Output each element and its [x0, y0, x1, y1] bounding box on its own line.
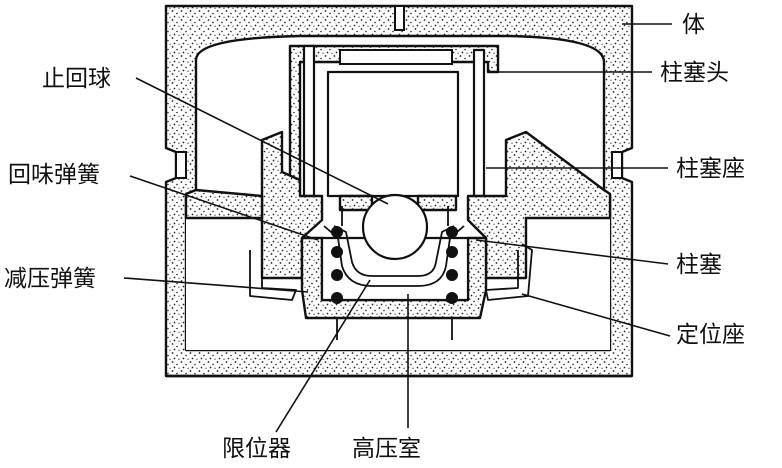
label-high-pressure-chamber: 高压室: [352, 436, 421, 462]
label-relief-spring: 减压弹簧: [4, 266, 96, 292]
label-check-ball: 止回球: [42, 66, 111, 92]
relief-spring: [331, 226, 458, 340]
limiter: [323, 225, 465, 287]
label-plunger: 柱塞: [676, 252, 722, 278]
label-plunger-head: 柱塞头: [660, 60, 729, 86]
leader-lines: [123, 23, 672, 433]
label-positioning-seat: 定位座: [676, 322, 745, 348]
label-body: 体: [682, 12, 705, 38]
return-spring: [341, 206, 449, 226]
check-ball: [338, 193, 458, 261]
plunger-head: [288, 44, 500, 198]
label-limiter: 限位器: [222, 436, 291, 462]
label-return-spring: 回味弹簧: [8, 162, 100, 188]
label-plunger-seat: 柱塞座: [676, 156, 745, 182]
